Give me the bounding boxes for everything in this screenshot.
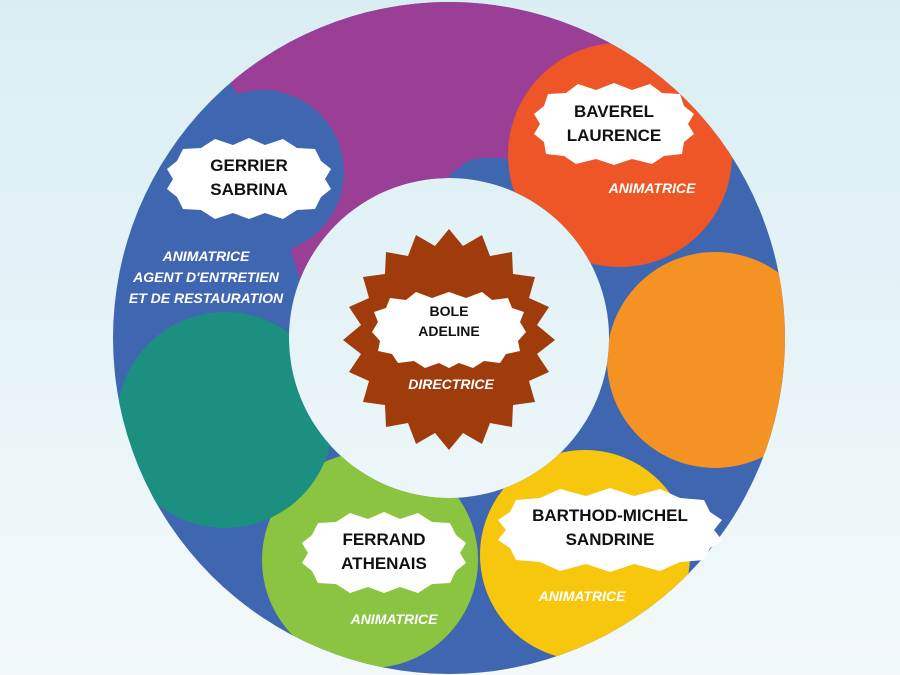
member-1-name-line2: LAURENCE [567, 126, 661, 145]
member-3-name-line1: FERRAND [342, 530, 425, 549]
member-4-role-line2: AGENT D'ENTRETIEN [132, 269, 280, 285]
member-4-role-line3: ET DE RESTAURATION [129, 290, 284, 306]
member-1-name-line1: BAVEREL [574, 102, 654, 121]
member-3-name-line2: ATHENAIS [341, 554, 427, 573]
center-name-line2: ADELINE [418, 323, 479, 339]
ring-segment-teal [117, 312, 333, 528]
member-4-name-line1: GERRIER [210, 156, 287, 175]
center-name-line1: BOLE [430, 303, 469, 319]
member-name-label-shape [167, 138, 331, 219]
center-role: DIRECTRICE [408, 376, 494, 392]
member-name-label-shape [534, 83, 694, 165]
member-2-name-line1: BARTHOD-MICHEL [532, 506, 688, 525]
member-2-role: ANIMATRICE [538, 588, 627, 604]
member-name-label-shape [302, 512, 466, 593]
member-4-role-line1: ANIMATRICE [162, 248, 251, 264]
member-3-role: ANIMATRICE [350, 611, 439, 627]
member-1-role: ANIMATRICE [608, 180, 697, 196]
center-name-label-shape [372, 292, 526, 368]
member-name-label-shape [498, 488, 722, 572]
member-4-name-line2: SABRINA [210, 180, 287, 199]
ring-segment-orange [607, 252, 785, 468]
member-2-name-line2: SANDRINE [566, 530, 655, 549]
